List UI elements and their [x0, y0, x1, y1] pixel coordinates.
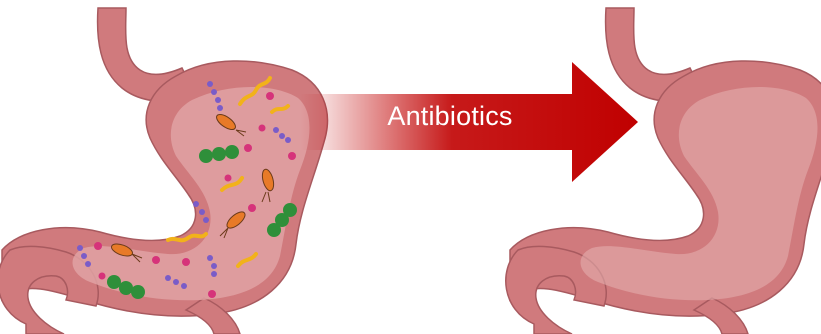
stomach-without-bacteria: [506, 8, 821, 334]
arrow-label: Antibiotics: [360, 101, 540, 132]
stomach-with-bacteria: [0, 8, 327, 334]
